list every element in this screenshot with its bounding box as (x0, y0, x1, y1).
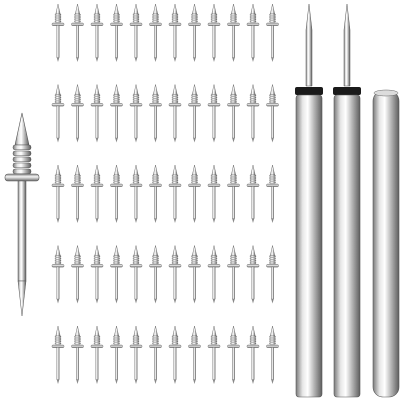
double-pointed-nail-icon (227, 325, 240, 384)
setting-tool-with-tip-icon (295, 3, 323, 398)
double-pointed-nail-icon (51, 3, 65, 62)
double-pointed-nail-icon (246, 84, 260, 143)
double-pointed-nail-icon (246, 164, 260, 223)
double-pointed-nail-icon (227, 84, 240, 143)
double-pointed-nail-icon (207, 3, 221, 62)
double-pointed-nail-icon (51, 245, 65, 304)
double-pointed-nail-icon (51, 164, 65, 223)
double-pointed-nail-icon (168, 325, 182, 384)
double-pointed-nail-icon (110, 325, 123, 384)
double-pointed-nail-icon (227, 3, 240, 62)
double-pointed-nail-icon (149, 245, 162, 304)
double-pointed-nail-icon (110, 3, 123, 62)
double-pointed-nail-icon (90, 325, 104, 384)
setting-tool-sleeve-icon (372, 89, 400, 398)
double-pointed-nail-icon (266, 325, 279, 384)
double-pointed-nail-icon (129, 84, 143, 143)
double-pointed-nail-icon (110, 164, 123, 223)
double-pointed-nail-icon (129, 3, 143, 62)
double-pointed-nail-icon (168, 84, 182, 143)
double-pointed-nail-icon (188, 3, 201, 62)
double-pointed-nail-icon (110, 84, 123, 143)
double-pointed-nail-icon (90, 84, 104, 143)
double-pointed-nail-icon (71, 325, 84, 384)
pin-grid (51, 3, 279, 384)
double-pointed-nail-icon (51, 84, 65, 143)
double-pointed-nail-icon (71, 245, 84, 304)
double-pointed-nail-icon (168, 164, 182, 223)
double-pointed-nail-icon (188, 245, 201, 304)
double-pointed-nail-icon (149, 84, 162, 143)
double-pointed-nail-icon (90, 164, 104, 223)
double-pointed-nail-icon (266, 164, 279, 223)
large-threaded-pin (4, 112, 40, 317)
double-pointed-nail-icon (71, 84, 84, 143)
double-pointed-nail-icon (227, 164, 240, 223)
threaded-mounting-pin-icon (4, 112, 40, 317)
double-pointed-nail-icon (188, 325, 201, 384)
double-pointed-nail-icon (246, 245, 260, 304)
setting-tools (295, 3, 400, 398)
double-pointed-nail-icon (90, 245, 104, 304)
setting-tool-with-tip-icon (333, 3, 361, 398)
double-pointed-nail-icon (110, 245, 123, 304)
double-pointed-nail-icon (71, 164, 84, 223)
double-pointed-nail-icon (129, 164, 143, 223)
double-pointed-nail-icon (227, 245, 240, 304)
double-pointed-nail-icon (207, 325, 221, 384)
double-pointed-nail-icon (168, 245, 182, 304)
double-pointed-nail-icon (71, 3, 84, 62)
double-pointed-nail-icon (149, 325, 162, 384)
double-pointed-nail-icon (188, 84, 201, 143)
double-pointed-nail-icon (207, 84, 221, 143)
double-pointed-nail-icon (207, 164, 221, 223)
double-pointed-nail-icon (266, 245, 279, 304)
double-pointed-nail-icon (246, 325, 260, 384)
double-pointed-nail-icon (129, 245, 143, 304)
double-pointed-nail-icon (149, 164, 162, 223)
double-pointed-nail-icon (188, 164, 201, 223)
double-pointed-nail-icon (266, 84, 279, 143)
double-pointed-nail-icon (207, 245, 221, 304)
double-pointed-nail-icon (266, 3, 279, 62)
double-pointed-nail-icon (149, 3, 162, 62)
double-pointed-nail-icon (168, 3, 182, 62)
double-pointed-nail-icon (90, 3, 104, 62)
double-pointed-nail-icon (129, 325, 143, 384)
double-pointed-nail-icon (51, 325, 65, 384)
double-pointed-nail-icon (246, 3, 260, 62)
